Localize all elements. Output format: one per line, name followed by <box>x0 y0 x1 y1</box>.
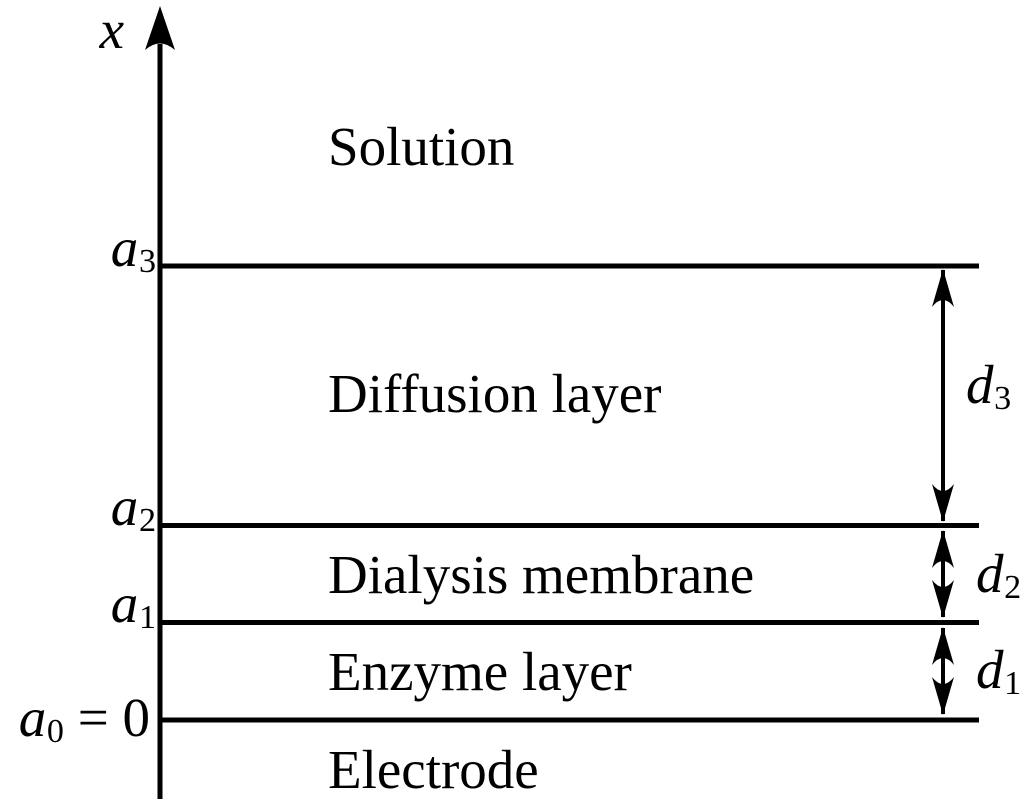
boundary-label-a0: a0 = 0 <box>0 690 150 749</box>
region-label-dialysis-membrane: Dialysis membrane <box>328 544 755 605</box>
thickness-label-d1: d1 <box>976 642 1021 701</box>
boundary-a1-subscript: 1 <box>138 599 156 637</box>
thickness-d1-subscript: 1 <box>1004 665 1022 703</box>
boundary-label-a3: a3 <box>0 220 156 279</box>
x-axis-arrowhead-icon <box>145 6 175 50</box>
boundary-label-a2: a2 <box>0 479 156 538</box>
thickness-label-d3: d3 <box>966 357 1011 416</box>
region-label-enzyme-layer: Enzyme layer <box>328 641 632 702</box>
boundary-a0-subscript: 0 <box>46 713 64 751</box>
thickness-d2-subscript: 2 <box>1004 569 1022 607</box>
boundary-a3-subscript: 3 <box>138 243 156 281</box>
boundary-a0-base: a <box>18 687 47 748</box>
thickness-d2-base: d <box>976 543 1004 604</box>
boundary-a0-suffix: = 0 <box>63 687 150 748</box>
boundary-label-a1: a1 <box>0 576 156 635</box>
thickness-d3-subscript: 3 <box>994 380 1012 418</box>
boundary-a2-base: a <box>110 476 139 537</box>
region-label-solution: Solution <box>328 116 515 177</box>
boundary-a2-subscript: 2 <box>138 502 156 540</box>
thickness-label-d2: d2 <box>976 546 1021 605</box>
x-axis-label: x <box>0 2 124 57</box>
boundary-a3-base: a <box>110 217 139 278</box>
region-label-electrode: Electrode <box>328 739 539 800</box>
region-label-diffusion-layer: Diffusion layer <box>328 363 662 424</box>
boundary-a1-base: a <box>110 573 139 634</box>
x-axis-label-text: x <box>99 0 124 60</box>
thickness-d1-base: d <box>976 639 1004 700</box>
thickness-d3-base: d <box>966 354 994 415</box>
